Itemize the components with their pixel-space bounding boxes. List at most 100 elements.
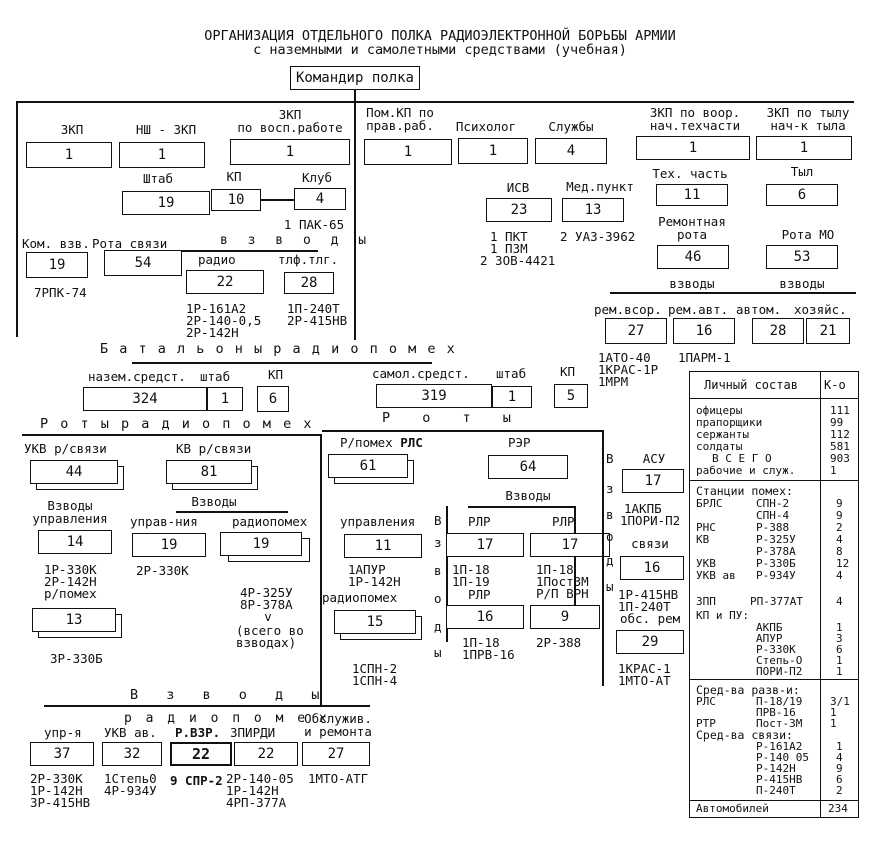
vosp-label-1: ЗКП <box>278 107 302 122</box>
station-row-model: Р-388 <box>756 521 790 534</box>
tlf-eq-2: 2Р-415НВ <box>287 313 348 328</box>
air-upr-label: управления <box>340 514 416 529</box>
rem2-box: 16 <box>673 318 735 344</box>
rlp1-label: РЛР <box>468 514 491 529</box>
obs-box: 29 <box>616 630 684 654</box>
personnel-row-count: 1 <box>830 464 837 477</box>
rs-label: Рота связи <box>92 236 168 251</box>
radio-label: радио <box>198 252 236 267</box>
rlp1-eq-1: 1П-18 <box>452 562 490 577</box>
station-row-count: 9 <box>836 509 843 522</box>
zpp-type: ЗПП <box>696 595 716 608</box>
stats-col-divider <box>820 372 822 817</box>
sv-label: связи <box>631 536 669 551</box>
vu-eq-2: 2Р-142Н <box>44 574 97 589</box>
rlp1-eq-2: 1П-19 <box>452 574 490 589</box>
repair-co-label-1: Ремонтная <box>658 214 726 229</box>
kp-label: КП <box>226 169 242 184</box>
rp-eq-4: (всего во <box>236 623 304 638</box>
repair-co-box: 46 <box>657 245 729 269</box>
vz2-letter-3: в <box>606 507 614 522</box>
kp-row-model: ПОРИ-П2 <box>756 665 803 678</box>
commander-box: Командир полка <box>290 66 420 90</box>
vz-letter-4: о <box>434 591 442 606</box>
kp-row-count: 1 <box>836 665 843 678</box>
air-upr-eq-2: 1Р-142Н <box>348 574 401 589</box>
comm-row-count: 4 <box>836 751 843 764</box>
radio-box: 22 <box>186 270 264 294</box>
personnel-row-name: сержанты <box>696 428 749 441</box>
tlf-box: 28 <box>284 272 334 294</box>
air-left-branch <box>446 506 448 642</box>
serv-box: 4 <box>535 138 607 164</box>
asu-eq-1: 1АКПБ <box>624 501 662 516</box>
rer-label: РЭР <box>508 435 531 450</box>
obs-eq-2: 1МТО-АТ <box>618 673 671 688</box>
ground-kp-box: 6 <box>257 386 289 412</box>
u4-eq-3: 4РП-377А <box>226 795 287 810</box>
upr-label: управ-ния <box>130 514 198 529</box>
med-equipment: 2 УАЗ-3962 <box>560 229 636 244</box>
rear-label-1: ЗКП по тылу <box>766 105 850 120</box>
personnel-row-count: 903 <box>830 452 850 465</box>
station-row-type: УКВ <box>696 557 716 570</box>
personnel-row-name: рабочие и служ. <box>696 464 796 477</box>
zpp-model: РП-377АТ <box>750 595 803 608</box>
auto-label: Автомобилей <box>696 802 769 815</box>
vz-letter-6: ы <box>434 645 442 660</box>
tech-eq-2: 1КРАС-1Р <box>598 362 659 377</box>
ground-right-line <box>320 434 322 706</box>
u5-box: 27 <box>302 742 370 766</box>
ground-label: назем.средст. <box>88 369 186 384</box>
isv-eq-3: 2 ЗОВ-4421 <box>480 253 556 268</box>
recon-row-model: ПРВ-16 <box>756 706 796 719</box>
stats-divider-4 <box>690 800 858 802</box>
bottom-rp-label: р а д и о п о м е х <box>124 711 330 726</box>
rlp3-label: РЛР <box>468 587 491 602</box>
kv-vzvody-line <box>176 511 288 513</box>
rear-label-2: нач-к тыла <box>770 118 846 133</box>
bottom-vzvody-label: В з в о д ы <box>130 687 330 703</box>
club-box: 4 <box>294 188 346 210</box>
asu-eq-2: 1ПОРИ-П2 <box>620 513 681 528</box>
air-shtab-box: 1 <box>492 386 532 408</box>
radio-eq-2: 2Р-140-0,5 <box>186 313 262 328</box>
air-roty-line <box>322 430 602 432</box>
bottom-obs-label-1: Обслужив. <box>304 711 372 726</box>
nsh-label: НШ - ЗКП <box>135 122 197 137</box>
station-row-model: СПН-2 <box>756 497 790 510</box>
rlp2-eq-1: 1П-18 <box>536 562 574 577</box>
vz-letter-5: д <box>434 619 442 634</box>
hq-vzvody-label: в з в о д ы <box>220 233 373 248</box>
kp-row-model: АПУР <box>756 632 783 645</box>
obs-eq-1: 1КРАС-1 <box>618 661 671 676</box>
vosp-label-2: по восп.работе <box>237 120 343 135</box>
comm-row-count: 2 <box>836 784 843 797</box>
ground-shtab-label: штаб <box>200 369 231 384</box>
rs-box: 54 <box>104 250 182 276</box>
rp-air-label: Р/помех РЛС <box>340 435 423 450</box>
air-upr-eq-1: 1АПУР <box>348 562 386 577</box>
battalions-title: Б а т а л ь о н ы р а д и о п о м е х <box>100 341 457 357</box>
stats-divider-3 <box>690 679 858 681</box>
rp-eq-3: v <box>264 609 272 624</box>
auto-count: 234 <box>828 802 848 815</box>
u5-equipment: 1МТО-АТГ <box>308 771 369 786</box>
vosp-box: 1 <box>230 139 350 165</box>
u2-box: 32 <box>102 742 162 766</box>
personnel-row-name: прапорщики <box>696 416 763 429</box>
vz2-letter-2: з <box>606 481 614 496</box>
kom-equipment: 7РПК-74 <box>34 285 87 300</box>
ukv2-box: 13 <box>32 608 116 632</box>
air-kp-box: 5 <box>554 384 588 408</box>
personnel-row-name: офицеры <box>696 404 743 417</box>
recon-row-model: П-18/19 <box>756 695 803 708</box>
rlp3-box: 16 <box>446 605 524 629</box>
kp-row-count: 3 <box>836 632 843 645</box>
station-row-count: 12 <box>836 557 850 570</box>
recon-row-count: 1 <box>830 717 837 730</box>
hoz-box: 21 <box>806 318 850 344</box>
rer-box: 64 <box>488 455 568 479</box>
air-roty-label: Р о т ы <box>382 410 523 426</box>
